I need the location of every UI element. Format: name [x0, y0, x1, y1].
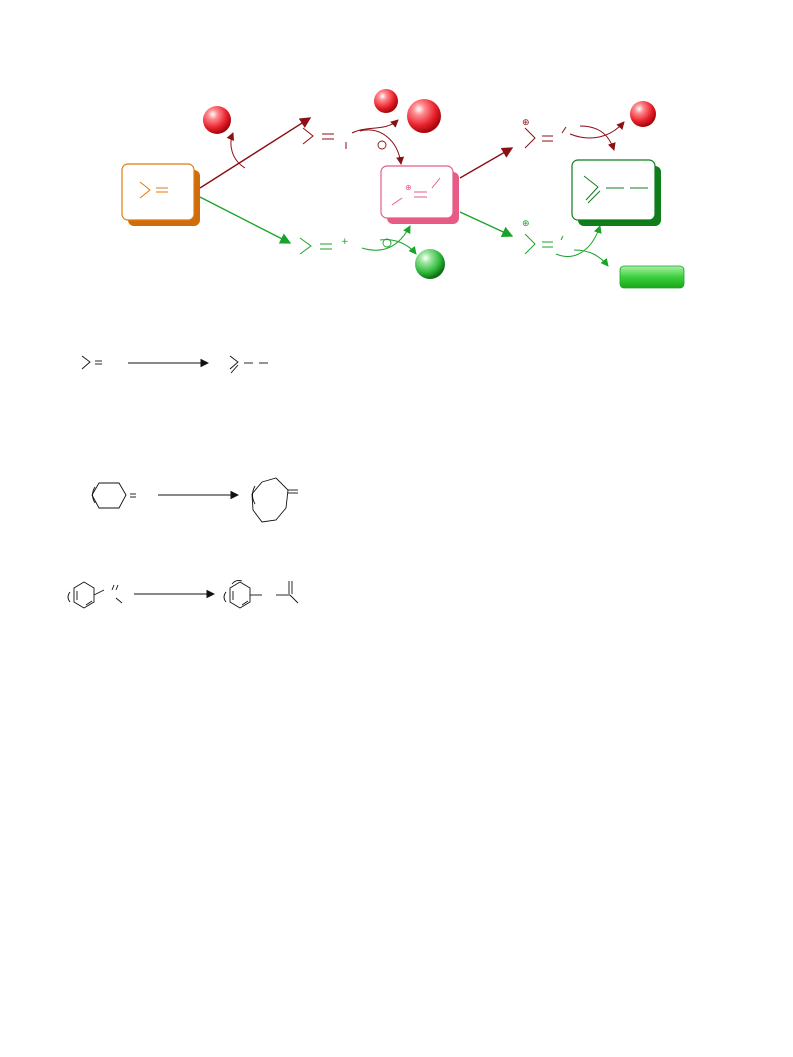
curved-arrow-6 — [569, 121, 625, 139]
curved-arrow-2 — [351, 119, 399, 134]
lower-intermediate-2 — [524, 233, 564, 255]
central-cation-box: ⊕ — [380, 165, 459, 224]
curved-arrow-8 — [555, 225, 602, 257]
cation-symbol-lower-right: ⊕ — [522, 219, 530, 229]
reaction-1 — [81, 355, 268, 374]
curved-arrow-4 — [361, 225, 411, 251]
green-sphere-1 — [415, 249, 445, 279]
red-sphere-1 — [203, 106, 231, 134]
arrow-center-to-upper-right — [459, 147, 514, 179]
small-circle-upper — [377, 140, 387, 150]
green-pill — [619, 265, 685, 289]
red-sphere-3 — [407, 99, 441, 133]
curved-arrow-3 — [359, 129, 405, 165]
small-circle-lower — [382, 238, 392, 248]
arrow-start-to-lower — [199, 196, 292, 244]
plus-sign: + — [341, 237, 349, 247]
upper-intermediate-1 — [302, 127, 347, 149]
start-box — [121, 163, 200, 226]
curved-arrow-1 — [226, 132, 246, 169]
arrow-center-to-lower-right — [459, 211, 514, 237]
arrow-start-to-upper — [199, 117, 312, 189]
curved-arrow-7 — [579, 125, 616, 151]
reaction-3 — [67, 579, 299, 609]
curved-arrow-9 — [573, 249, 609, 267]
upper-intermediate-2 — [524, 126, 567, 149]
red-sphere-4 — [630, 101, 656, 127]
curved-arrow-5 — [379, 239, 417, 255]
reaction-2 — [91, 477, 298, 523]
red-sphere-2 — [374, 89, 398, 113]
cation-symbol-upper-right: ⊕ — [522, 118, 530, 128]
product-box — [571, 159, 661, 226]
cation-symbol-center: ⊕ — [405, 183, 412, 192]
lower-intermediate-1 — [299, 237, 332, 255]
